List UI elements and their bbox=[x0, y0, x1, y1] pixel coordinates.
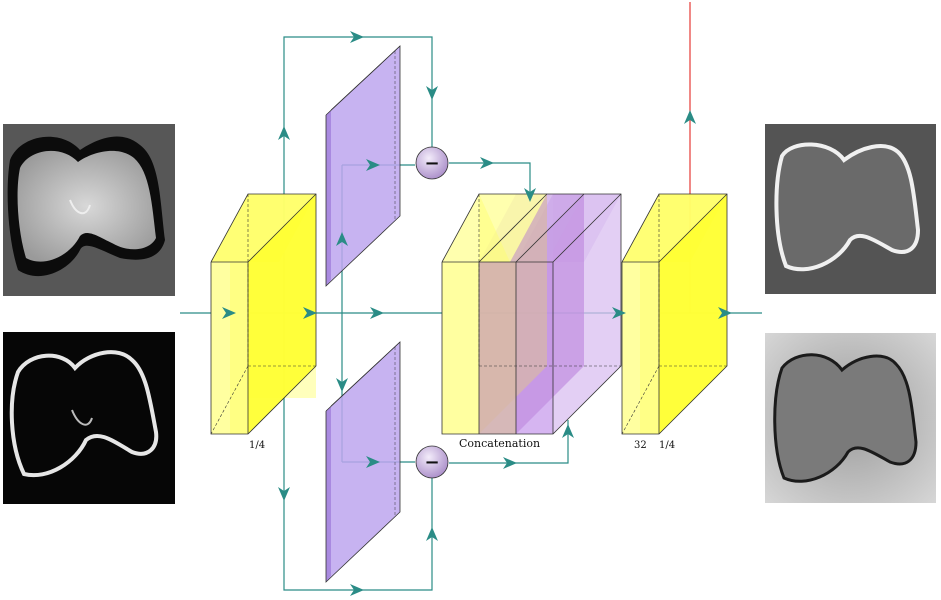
input-image-bottom bbox=[3, 332, 175, 504]
arrow-right-icon bbox=[718, 307, 732, 319]
output-image-top bbox=[765, 124, 936, 294]
arrow-right-icon bbox=[366, 456, 380, 468]
output-channels-label: 32 bbox=[634, 440, 647, 451]
top-subtract-symbol: − bbox=[424, 153, 439, 174]
arrow-up-icon bbox=[562, 424, 574, 438]
arrow-up-icon bbox=[336, 232, 348, 246]
arrow-up-icon bbox=[684, 110, 696, 124]
output-feature-block bbox=[621, 193, 728, 435]
arrow-up-icon bbox=[426, 527, 438, 541]
input-block-scale-label: 1/4 bbox=[249, 440, 265, 451]
bottom-subtract-node: − bbox=[415, 445, 449, 479]
output-image-bottom bbox=[765, 333, 936, 503]
arrow-right-icon bbox=[303, 307, 317, 319]
output-scale-label: 1/4 bbox=[659, 440, 675, 451]
arrow-down-icon bbox=[336, 378, 348, 392]
input-feature-block bbox=[210, 193, 317, 435]
arrowheads bbox=[222, 31, 732, 596]
input-image-top bbox=[3, 124, 175, 296]
arrow-right-icon bbox=[370, 307, 384, 319]
arrow-right-icon bbox=[222, 307, 236, 319]
arrow-right-icon bbox=[612, 307, 626, 319]
arrow-right-icon bbox=[480, 157, 494, 169]
top-purple-plane bbox=[325, 45, 401, 287]
arrow-right-icon bbox=[366, 159, 380, 171]
top-subtract-node: − bbox=[415, 146, 449, 180]
arrow-right-icon bbox=[350, 584, 364, 596]
bottom-purple-plane bbox=[325, 341, 401, 583]
arrow-down-icon bbox=[426, 86, 438, 100]
arrow-right-icon bbox=[350, 31, 364, 43]
arrow-down-icon bbox=[278, 487, 290, 501]
arrow-down-icon bbox=[524, 188, 536, 202]
concatenation-block bbox=[441, 193, 622, 435]
arrow-up-icon bbox=[278, 126, 290, 140]
bottom-subtract-symbol: − bbox=[424, 452, 439, 473]
concatenation-label: Concatenation bbox=[459, 437, 540, 450]
arrow-right-icon bbox=[503, 457, 517, 469]
